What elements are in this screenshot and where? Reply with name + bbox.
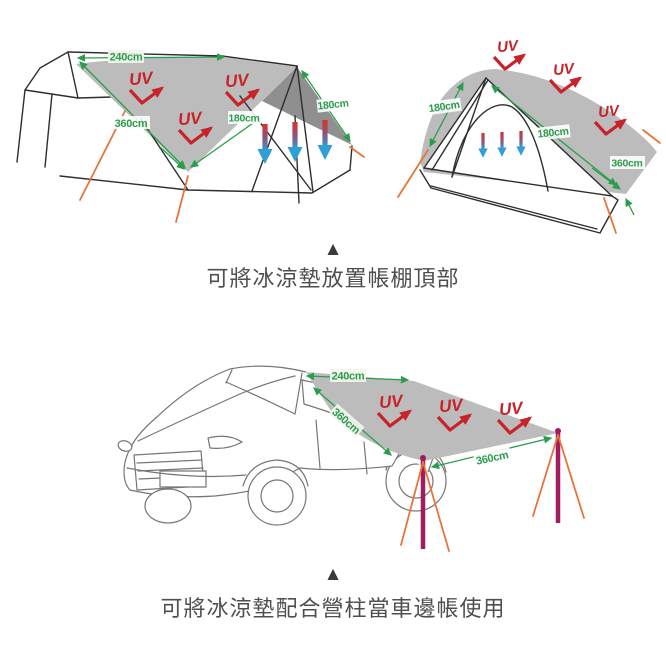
dimension-label: 240cm [332, 371, 365, 383]
uv-reflect-arrow [492, 53, 527, 71]
uv-reflection: UV [496, 398, 533, 435]
uv-label: UV [177, 108, 204, 129]
up-triangle-icon: ▲ [323, 239, 343, 260]
right-tent-diagram: 180cm 180cm 360cm UV UV UV [397, 37, 661, 234]
scene1-pointer: ▲ [0, 240, 666, 259]
dimension-label: 180cm [428, 99, 461, 115]
scene1-caption: 可將冰涼墊放置帳棚頂部 [0, 266, 666, 292]
front-right-wheel [247, 466, 307, 526]
uv-reflection: UV [128, 68, 165, 105]
dimension-240cm: 240cm [76, 50, 226, 64]
guy-line [557, 434, 585, 519]
dimension-180cm-mid: 180cm [189, 111, 261, 168]
dimension-label: 180cm [537, 125, 569, 140]
guy-line [532, 434, 559, 517]
dimension-360cm: 360cm [79, 61, 186, 170]
guy-line [175, 175, 189, 223]
dimension-label: 360cm [115, 118, 148, 130]
uv-reflect-arrow [436, 413, 473, 432]
uv-reflection: UV [376, 391, 413, 428]
uv-label: UV [552, 60, 576, 79]
guy-line [603, 197, 617, 234]
uv-reflection: UV [177, 108, 214, 145]
uv-label: UV [498, 398, 525, 419]
left-tent-diagram: 240cm 360cm 180cm 180cm UV UV [16, 50, 365, 223]
scene2-caption: 可將冰涼墊配合營柱當車邊帳使用 [0, 596, 666, 622]
dimension-180cm-left: 180cm [427, 81, 464, 148]
uv-reflection: UV [548, 60, 583, 94]
uv-reflection: UV [492, 37, 527, 71]
dimension-label: 180cm [228, 113, 259, 125]
dimension-label: 180cm [317, 97, 349, 112]
guy-line [349, 146, 365, 158]
dimension-360cm-side: 360cm [591, 156, 645, 216]
up-triangle-icon: ▲ [323, 564, 343, 585]
front-left-wheel [144, 488, 192, 524]
uv-reflection: UV [593, 102, 628, 136]
heat-transfer-arrow [287, 122, 303, 162]
uv-reflect-arrow [224, 88, 261, 107]
uv-reflection: UV [436, 395, 473, 432]
uv-label: UV [224, 70, 251, 91]
uv-reflect-arrow [128, 86, 165, 105]
uv-reflect-arrow [177, 126, 214, 145]
guy-line [422, 461, 450, 552]
headlight-left [117, 440, 133, 452]
caption-text: 可將冰涼墊放置帳棚頂部 [206, 266, 460, 291]
uv-reflect-arrow [593, 118, 628, 136]
dimension-label: 360cm [611, 158, 642, 170]
uv-label: UV [496, 37, 520, 56]
uv-reflect-arrow [376, 409, 413, 428]
car-awning-diagram: 240cm 360cm 360cm UV UV UV [117, 365, 585, 552]
uv-label: UV [438, 395, 465, 416]
uv-reflect-arrow [548, 76, 583, 94]
dimension-180cm-side: 180cm [301, 69, 351, 143]
uv-reflect-arrow [496, 416, 533, 435]
dimension-240cm-car: 240cm [305, 369, 410, 384]
dimension-label: 360cm [475, 449, 510, 468]
dimension-180cm-ridge: 180cm [490, 85, 618, 186]
guy-line [642, 129, 661, 144]
uv-label: UV [597, 102, 621, 121]
guy-line [397, 149, 429, 198]
guy-line [400, 461, 424, 546]
dimension-label: 240cm [110, 52, 143, 64]
heat-transfer-arrow [257, 124, 273, 164]
uv-label: UV [128, 68, 155, 89]
caption-text: 可將冰涼墊配合營柱當車邊帳使用 [160, 596, 506, 621]
uv-label: UV [378, 391, 405, 412]
scene2-pointer: ▲ [0, 565, 666, 584]
headlight-right [207, 435, 243, 449]
uv-reflection: UV [224, 70, 261, 107]
